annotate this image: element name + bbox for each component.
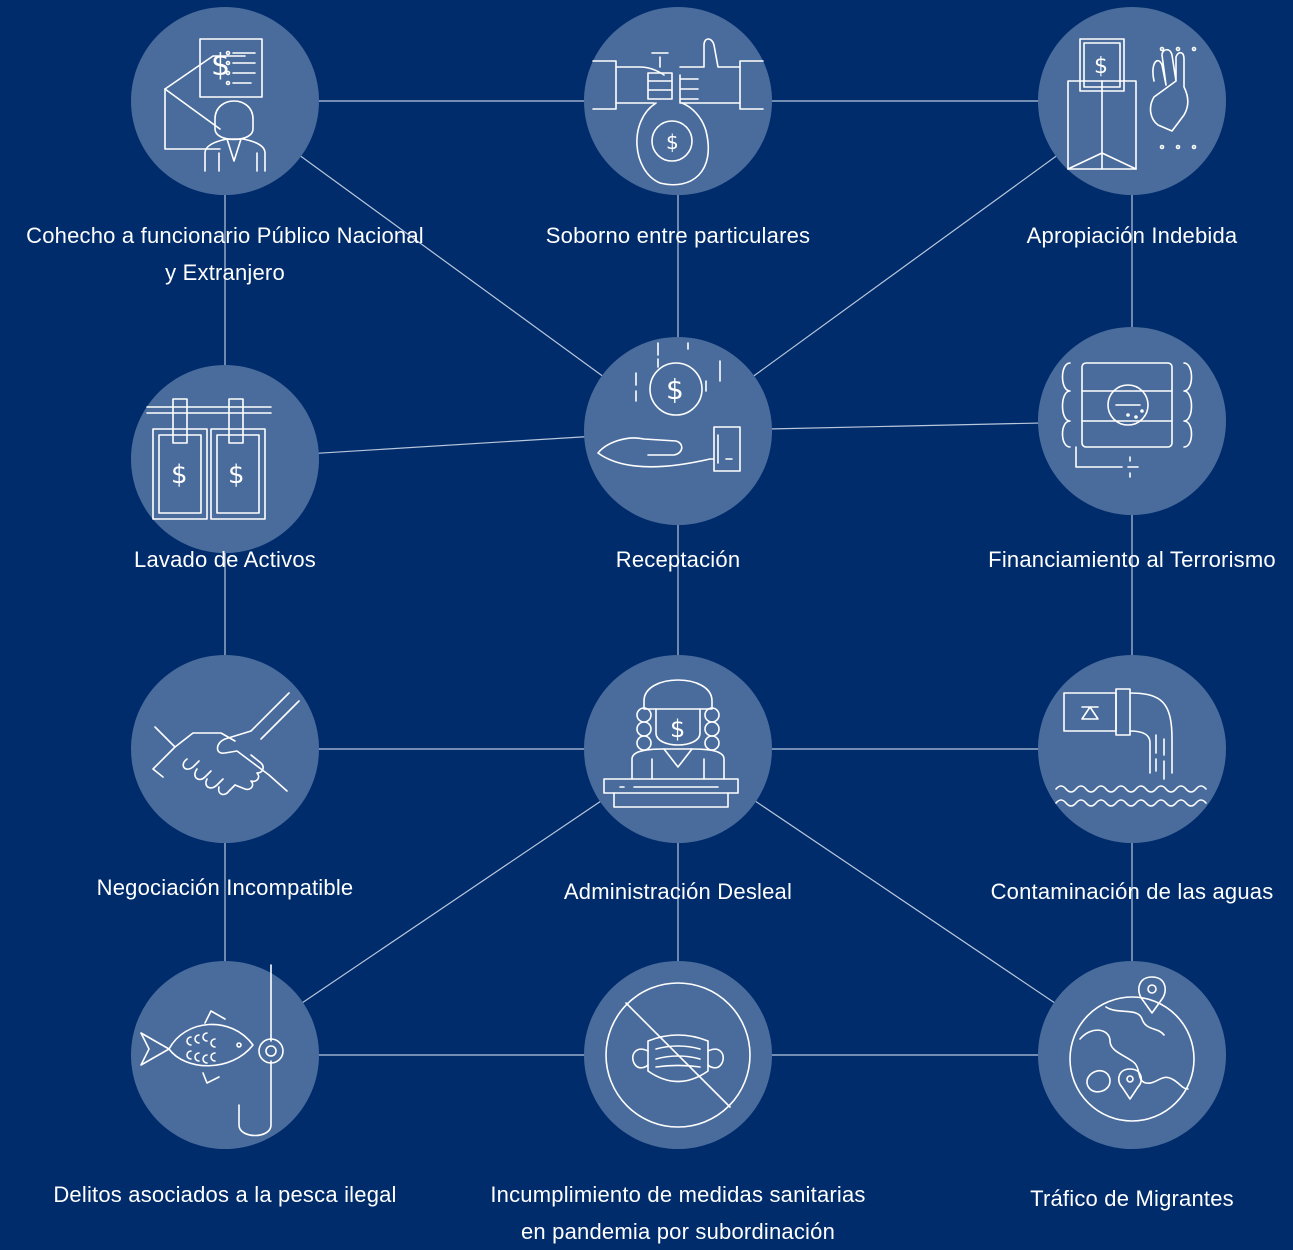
node-receptacion	[584, 337, 772, 525]
node-label-line: Lavado de Activos	[134, 547, 316, 572]
node-trafico	[1038, 961, 1226, 1149]
node-label-line: y Extranjero	[165, 260, 285, 285]
node-label-receptacion: Receptación	[616, 541, 741, 578]
nodes	[131, 7, 1226, 1149]
node-label-pesca: Delitos asociados a la pesca ilegal	[53, 1176, 396, 1213]
node-label-cohecho: Cohecho a funcionario Público Nacional y …	[26, 217, 424, 291]
node-lavado	[131, 365, 319, 553]
node-circle	[1038, 655, 1226, 843]
node-label-trafico: Tráfico de Migrantes	[1030, 1180, 1234, 1217]
node-label-line: Apropiación Indebida	[1026, 223, 1238, 248]
node-label-line: Receptación	[615, 547, 741, 572]
node-negociacion	[131, 655, 319, 843]
node-label-pandemia: Incumplimiento de medidas sanitarias en p…	[490, 1176, 865, 1250]
node-label-contaminacion: Contaminación de las aguas	[991, 873, 1274, 910]
node-financiamiento	[1038, 327, 1226, 515]
node-label-negociacion: Negociación Incompatible	[97, 869, 354, 906]
node-label-line: Cohecho a funcionario Público Nacional	[26, 223, 424, 248]
node-circle	[584, 7, 772, 195]
node-pandemia	[584, 961, 772, 1149]
node-circle	[131, 655, 319, 843]
node-soborno	[584, 7, 772, 195]
node-label-line: en pandemia por subordinación	[520, 1219, 835, 1244]
node-apropiacion	[1038, 7, 1226, 195]
node-label-line: Tráfico de Migrantes	[1030, 1186, 1234, 1211]
node-circle	[131, 7, 319, 195]
node-label-line: Administración Desleal	[563, 879, 793, 904]
node-label-line: Financiamiento al Terrorismo	[988, 547, 1276, 572]
node-label-administracion: Administración Desleal	[564, 873, 792, 910]
node-administracion	[584, 655, 772, 843]
node-pesca	[131, 961, 319, 1149]
node-circle	[584, 337, 772, 525]
node-label-line: Incumplimiento de medidas sanitarias	[490, 1182, 866, 1207]
node-label-financiamiento: Financiamiento al Terrorismo	[988, 541, 1276, 578]
node-label-line: Delitos asociados a la pesca ilegal	[53, 1182, 397, 1207]
node-contaminacion	[1038, 655, 1226, 843]
node-label-line: Soborno entre particulares	[545, 223, 811, 248]
node-label-line: Contaminación de las aguas	[990, 879, 1274, 904]
node-circle	[131, 365, 319, 553]
node-circle	[131, 961, 319, 1149]
node-circle	[1038, 961, 1226, 1149]
node-label-lavado: Lavado de Activos	[134, 541, 316, 578]
node-cohecho	[131, 7, 319, 195]
node-label-line: Negociación Incompatible	[96, 875, 354, 900]
node-label-soborno: Soborno entre particulares	[546, 217, 810, 254]
node-label-apropiacion: Apropiación Indebida	[1027, 217, 1238, 254]
